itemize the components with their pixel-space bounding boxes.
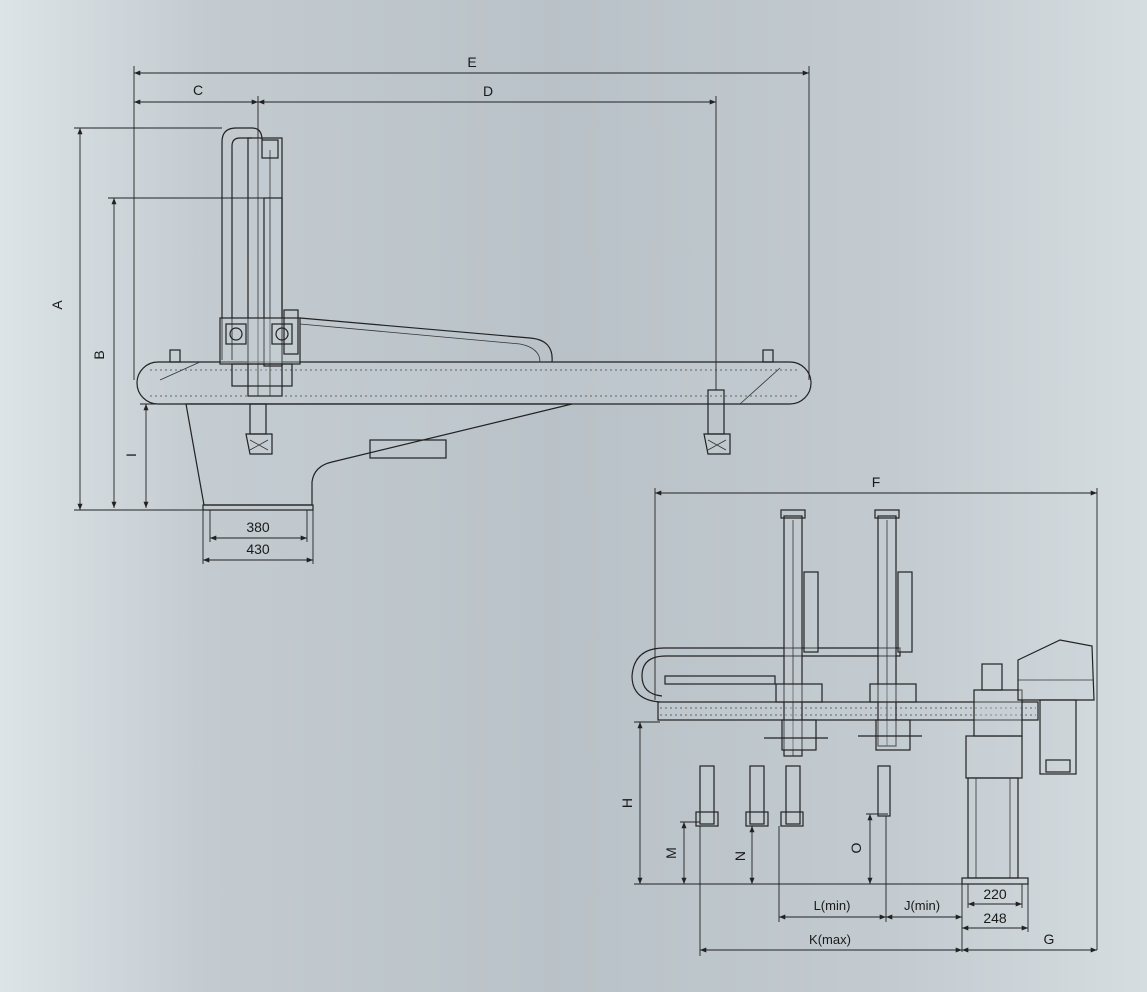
label-380: 380 <box>246 519 270 535</box>
front-beam <box>631 647 1039 721</box>
dimension-i: I <box>123 403 186 508</box>
side-gripper-left <box>245 403 273 455</box>
dimension-220: 220 <box>967 884 1023 908</box>
dimension-m: M <box>663 821 700 884</box>
front-vertical-arm-1 <box>764 509 828 757</box>
front-gripper-2 <box>745 765 769 827</box>
front-gripper-3 <box>780 765 804 827</box>
side-gripper-right <box>703 389 731 455</box>
front-vertical-arm-2 <box>858 509 922 751</box>
label-o: O <box>848 842 864 853</box>
label-j-min: J(min) <box>904 898 940 913</box>
label-248: 248 <box>983 910 1007 926</box>
dimension-248: 248 <box>962 884 1029 932</box>
front-gripper-4 <box>877 765 891 817</box>
dimension-380: 380 <box>209 510 308 542</box>
dimension-430: 430 <box>202 510 314 564</box>
label-c: C <box>193 82 203 98</box>
label-f: F <box>872 474 881 490</box>
front-motor-housing <box>1017 639 1095 775</box>
label-b: B <box>91 350 107 359</box>
dimension-l-min: L(min) <box>778 816 887 922</box>
side-vertical-arm <box>221 127 283 397</box>
dimension-e: E <box>133 54 810 380</box>
label-220: 220 <box>983 886 1007 902</box>
dimension-a: A <box>49 127 222 511</box>
dimension-c: C <box>134 82 259 138</box>
label-i: I <box>123 453 139 457</box>
label-l-min: L(min) <box>814 898 851 913</box>
label-h: H <box>619 798 635 808</box>
front-view: F H M N O L <box>619 474 1098 956</box>
side-carriage <box>219 309 553 387</box>
dimension-b: B <box>91 197 282 508</box>
label-a: A <box>49 300 65 310</box>
front-pillar <box>961 663 1029 885</box>
label-d: D <box>483 83 493 99</box>
front-gripper-1 <box>695 765 719 827</box>
label-g: G <box>1044 931 1055 947</box>
label-k-max: K(max) <box>809 932 851 947</box>
dimension-o: O <box>848 813 888 884</box>
dimension-k-max: K(max) <box>699 826 962 956</box>
dimension-g: G <box>962 931 1097 953</box>
label-n: N <box>732 851 748 861</box>
dimension-d: D <box>258 83 717 390</box>
dimension-n: N <box>732 825 766 884</box>
label-m: M <box>663 847 679 859</box>
label-430: 430 <box>246 541 270 557</box>
side-beam <box>136 349 812 405</box>
label-e: E <box>467 54 476 70</box>
dimension-j-min: J(min) <box>886 884 963 952</box>
side-pedestal <box>185 403 573 511</box>
dimension-f: F <box>654 474 1098 950</box>
side-view: E C D A B I <box>49 54 812 564</box>
dimension-h: H <box>619 721 966 885</box>
